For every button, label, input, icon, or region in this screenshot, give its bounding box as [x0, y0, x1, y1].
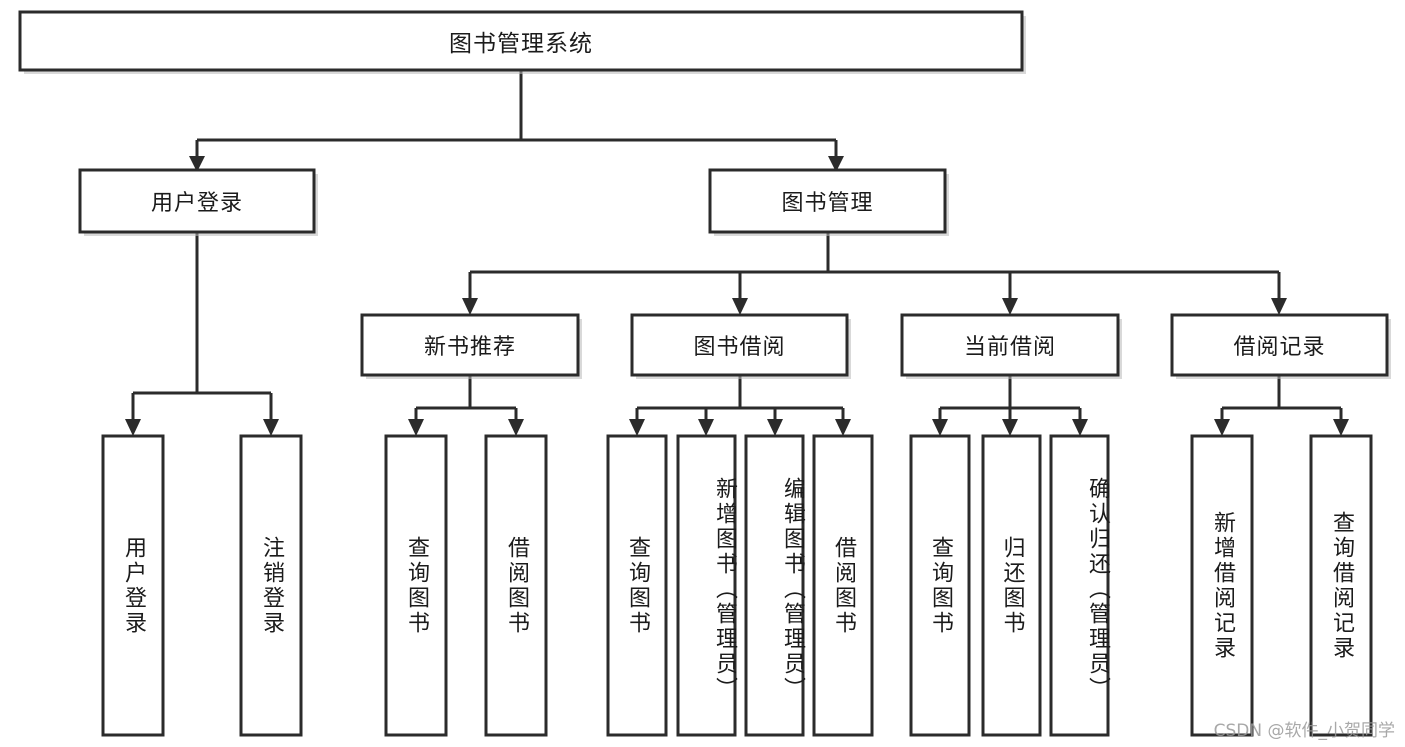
- arrowhead-leaf-logout: [263, 419, 279, 436]
- node-box-leaf-confirm-return[interactable]: [1049, 434, 1110, 737]
- node-box-leaf-logout[interactable]: [239, 434, 303, 737]
- connector-root-to-level2: [195, 70, 838, 158]
- connector-borrowrecord-bus: [1220, 375, 1343, 421]
- node-box-leaf-query-book-2[interactable]: [606, 434, 668, 737]
- arrowhead-new-book-recommend: [462, 298, 478, 315]
- arrowhead-leaf-confirm-return: [1072, 419, 1088, 436]
- arrowhead-borrow-record: [1271, 298, 1287, 315]
- node-box-leaf-borrow-book-1[interactable]: [484, 434, 548, 737]
- node-box-root[interactable]: [18, 10, 1024, 72]
- node-layer: [18, 10, 1391, 737]
- node-box-leaf-edit-book[interactable]: [744, 434, 805, 737]
- node-box-user-login[interactable]: [78, 168, 316, 234]
- arrowhead-leaf-borrow-book-2: [835, 419, 851, 436]
- connector-userlogin-bus: [131, 232, 273, 421]
- arrowhead-leaf-add-record: [1214, 419, 1230, 436]
- arrowhead-leaf-return-book: [1002, 419, 1018, 436]
- connector-layer: [125, 70, 1349, 436]
- node-box-book-manage[interactable]: [708, 168, 947, 234]
- connector-bookmanage-bus: [468, 232, 1281, 300]
- connector-bookborrow-bus: [635, 375, 845, 421]
- node-box-book-borrow[interactable]: [630, 313, 849, 377]
- arrowhead-book-borrow: [732, 298, 748, 315]
- connector-newbook-bus: [414, 375, 518, 421]
- node-box-current-borrow[interactable]: [900, 313, 1120, 377]
- node-box-leaf-query-record[interactable]: [1309, 434, 1373, 737]
- arrowhead-leaf-edit-book: [767, 419, 783, 436]
- arrowhead-current-borrow: [1002, 298, 1018, 315]
- arrowhead-leaf-query-record: [1333, 419, 1349, 436]
- node-box-leaf-user-login[interactable]: [101, 434, 165, 737]
- arrowhead-user-login: [189, 156, 205, 172]
- node-box-leaf-add-record[interactable]: [1190, 434, 1254, 737]
- node-box-leaf-query-book-1[interactable]: [384, 434, 448, 737]
- node-box-leaf-return-book[interactable]: [981, 434, 1042, 737]
- node-box-new-book-recommend[interactable]: [360, 313, 580, 377]
- arrowhead-book-manage: [828, 156, 844, 172]
- arrowhead-leaf-borrow-book-1: [508, 419, 524, 436]
- node-box-borrow-record[interactable]: [1170, 313, 1389, 377]
- arrowhead-leaf-query-book-1: [408, 419, 424, 436]
- node-box-leaf-add-book[interactable]: [676, 434, 737, 737]
- connector-currentborrow-bus: [938, 375, 1082, 421]
- node-box-leaf-query-book-3[interactable]: [909, 434, 971, 737]
- node-box-leaf-borrow-book-2[interactable]: [812, 434, 874, 737]
- arrowhead-leaf-user-login: [125, 419, 141, 436]
- arrowhead-leaf-query-book-3: [932, 419, 948, 436]
- arrowhead-leaf-query-book-2: [629, 419, 645, 436]
- arrowhead-leaf-add-book: [698, 419, 714, 436]
